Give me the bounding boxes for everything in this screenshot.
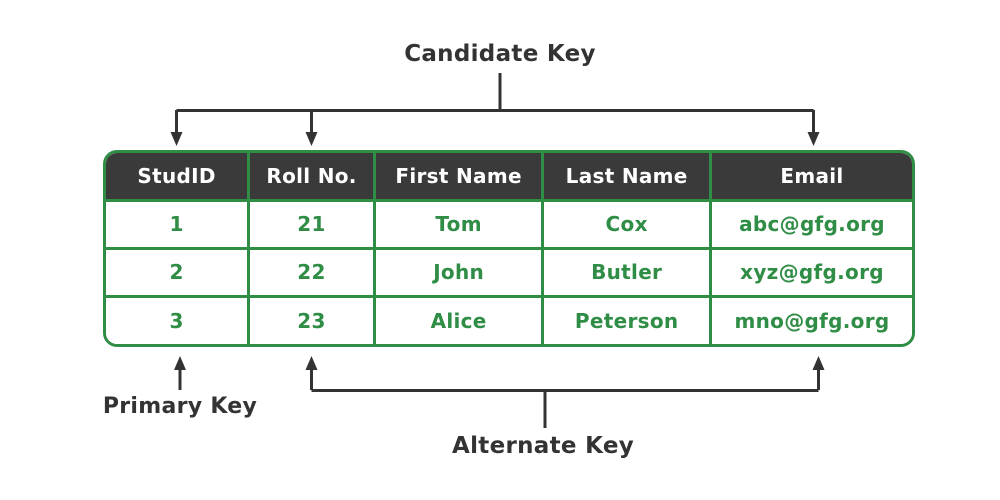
table-row: 3 23 Alice Peterson mno@gfg.org <box>106 296 912 344</box>
column-header-rollno: Roll No. <box>248 153 376 202</box>
cell-firstname: Alice <box>374 296 545 344</box>
table-row: 2 22 John Butler xyz@gfg.org <box>106 248 912 298</box>
cell-studid: 1 <box>106 200 251 250</box>
cell-studid: 3 <box>106 296 251 344</box>
table-header-row: StudID Roll No. First Name Last Name Ema… <box>106 153 912 202</box>
column-header-firstname: First Name <box>374 153 545 202</box>
cell-studid: 2 <box>106 248 251 298</box>
table-row: 1 21 Tom Cox abc@gfg.org <box>106 200 912 250</box>
cell-email: xyz@gfg.org <box>710 248 912 298</box>
column-header-lastname: Last Name <box>542 153 712 202</box>
column-header-email: Email <box>710 153 912 202</box>
cell-rollno: 22 <box>248 248 376 298</box>
cell-lastname: Cox <box>542 200 712 250</box>
candidate-key-label: Candidate Key <box>404 41 596 67</box>
alternate-key-label: Alternate Key <box>451 433 635 459</box>
cell-email: abc@gfg.org <box>710 200 912 250</box>
cell-lastname: Butler <box>542 248 712 298</box>
primary-key-label: Primary Key <box>102 394 258 419</box>
cell-firstname: John <box>374 248 545 298</box>
cell-lastname: Peterson <box>542 296 712 344</box>
column-header-studid: StudID <box>106 153 251 202</box>
student-table-grid: StudID Roll No. First Name Last Name Ema… <box>106 153 912 344</box>
cell-rollno: 21 <box>248 200 376 250</box>
cell-email: mno@gfg.org <box>710 296 912 344</box>
cell-firstname: Tom <box>374 200 545 250</box>
cell-rollno: 23 <box>248 296 376 344</box>
student-table: StudID Roll No. First Name Last Name Ema… <box>103 150 915 347</box>
